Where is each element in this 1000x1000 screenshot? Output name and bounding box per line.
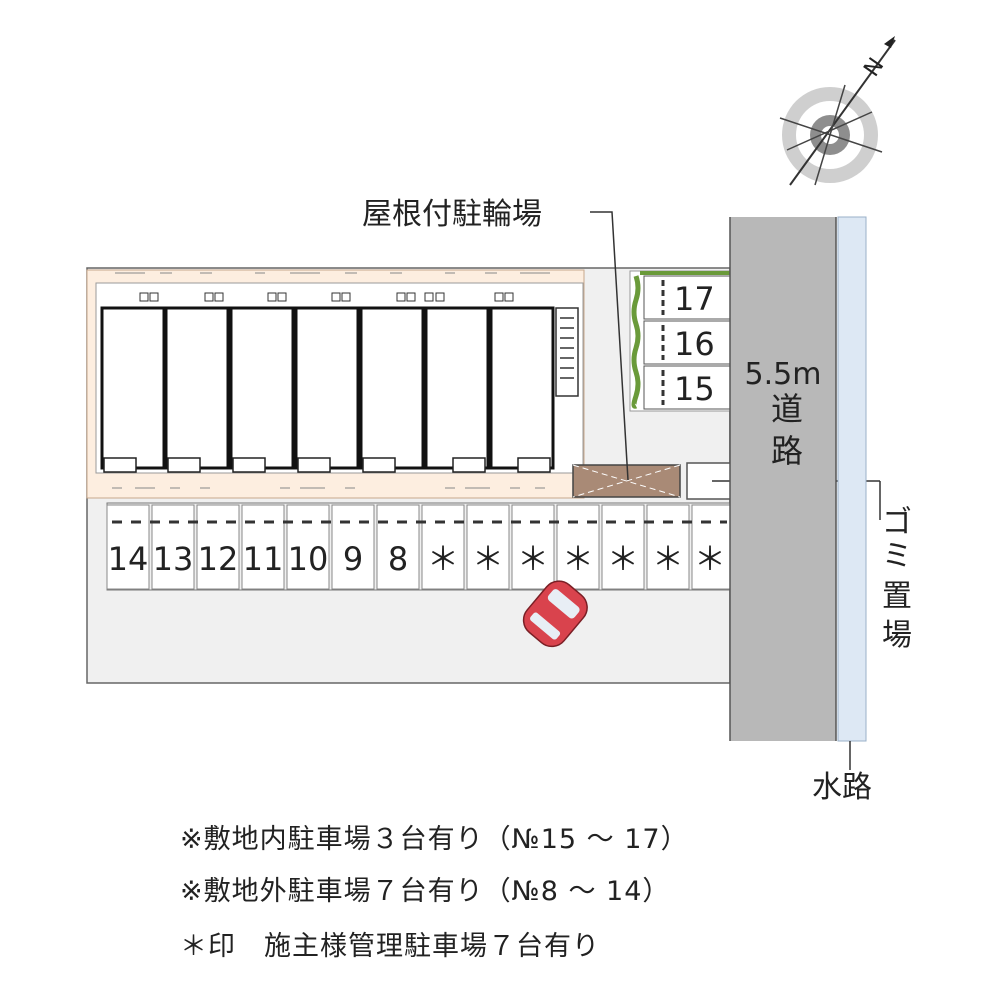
owner-space: ＊ [517, 540, 549, 578]
street-space-9: 9 [343, 540, 363, 578]
owner-space: ＊ [562, 540, 594, 578]
waterway-label: 水路 [812, 770, 872, 805]
apartment-unit [164, 306, 230, 470]
apartment-unit [100, 306, 166, 470]
owner-space: ＊ [652, 540, 684, 578]
hedge-icon [631, 275, 641, 409]
road-width-label: 5.5m [745, 357, 822, 392]
waterway [837, 216, 867, 742]
note-offsite-parking: ※敷地外駐車場７台有り（№8 ～ 14） [180, 876, 671, 907]
apartment-unit [424, 306, 490, 470]
street-space-11: 11 [243, 540, 284, 578]
street-space-14: 14 [108, 540, 149, 578]
street-space-12: 12 [198, 540, 239, 578]
note-owner-parking: ＊印 施主様管理駐車場７台有り [180, 931, 600, 962]
street-space-13: 13 [153, 540, 194, 578]
street-space-8: 8 [388, 540, 408, 578]
bicycle-parking-label: 屋根付駐輪場 [362, 197, 542, 232]
road-label-1: 道 [771, 390, 803, 428]
bicycle-shelter-leader [590, 211, 629, 481]
apartment-units [100, 306, 555, 470]
road [730, 217, 836, 741]
garbage-label-2: ミ [882, 539, 912, 574]
note-onsite-parking: ※敷地内駐車場３台有り（№15 ～ 17） [180, 824, 689, 855]
lot-space-17: 17 [674, 280, 715, 318]
compass-icon: N [779, 36, 896, 186]
apartment-unit [229, 306, 295, 470]
stairs [555, 307, 579, 397]
car-icon [522, 580, 588, 648]
owner-space: ＊ [427, 540, 459, 578]
owner-space: ＊ [694, 540, 726, 578]
apartment-unit [489, 306, 555, 470]
compass-n-label: N [859, 54, 889, 82]
apartment-unit [294, 306, 360, 470]
lot-space-15: 15 [674, 370, 715, 408]
lot-space-16: 16 [674, 325, 715, 363]
garbage-label-4: 場 [882, 618, 912, 653]
street-space-10: 10 [288, 540, 329, 578]
garbage-label-1: ゴ [882, 505, 912, 540]
road-label-2: 路 [771, 432, 803, 470]
apartment-unit [359, 306, 425, 470]
owner-space: ＊ [472, 540, 504, 578]
owner-space: ＊ [607, 540, 639, 578]
garbage-label-3: 置 [882, 579, 912, 614]
